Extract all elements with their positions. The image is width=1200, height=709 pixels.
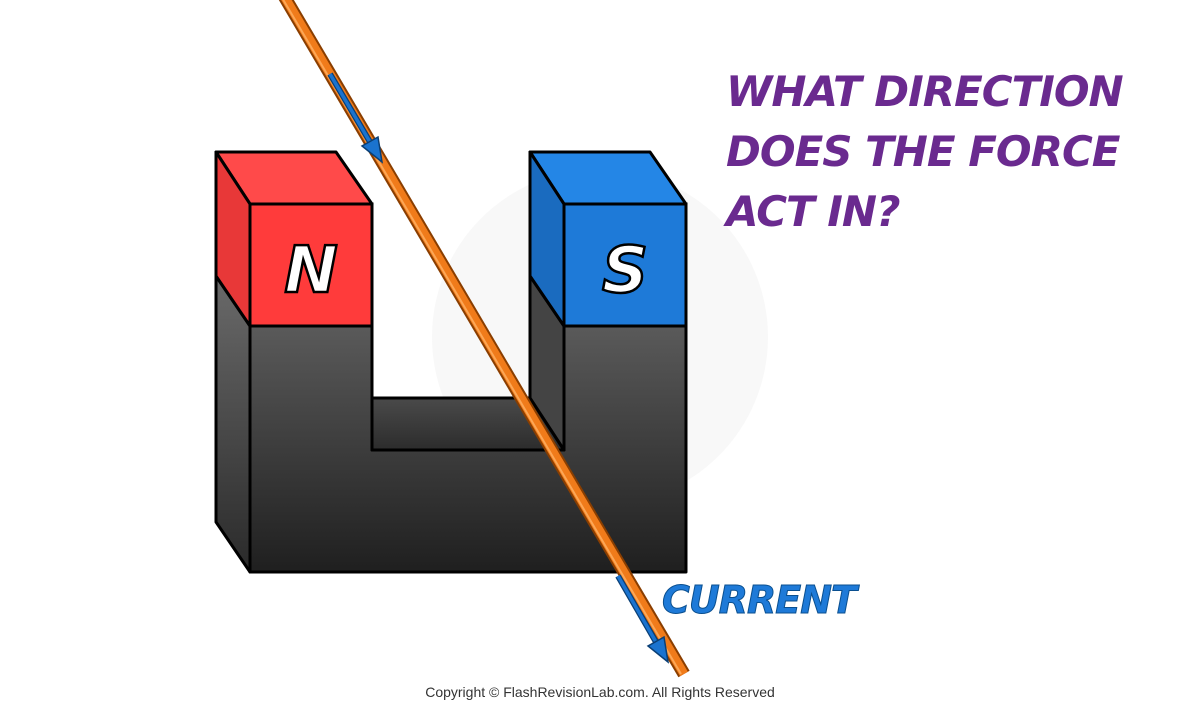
copyright-footer: Copyright © FlashRevisionLab.com. All Ri… (425, 684, 775, 700)
current-direction-arrow-icon (615, 574, 670, 664)
north-pole-front (248, 202, 374, 328)
north-pole-block: N (214, 150, 374, 328)
south-pole-front (562, 202, 688, 328)
current-label: Current (662, 578, 858, 623)
current-direction-arrow-icon (327, 72, 384, 164)
south-pole-label: S (602, 234, 648, 308)
question-text: What direction does the force act in? (726, 67, 1124, 236)
north-pole-label: N (284, 234, 338, 308)
south-pole-block: S (528, 150, 688, 328)
